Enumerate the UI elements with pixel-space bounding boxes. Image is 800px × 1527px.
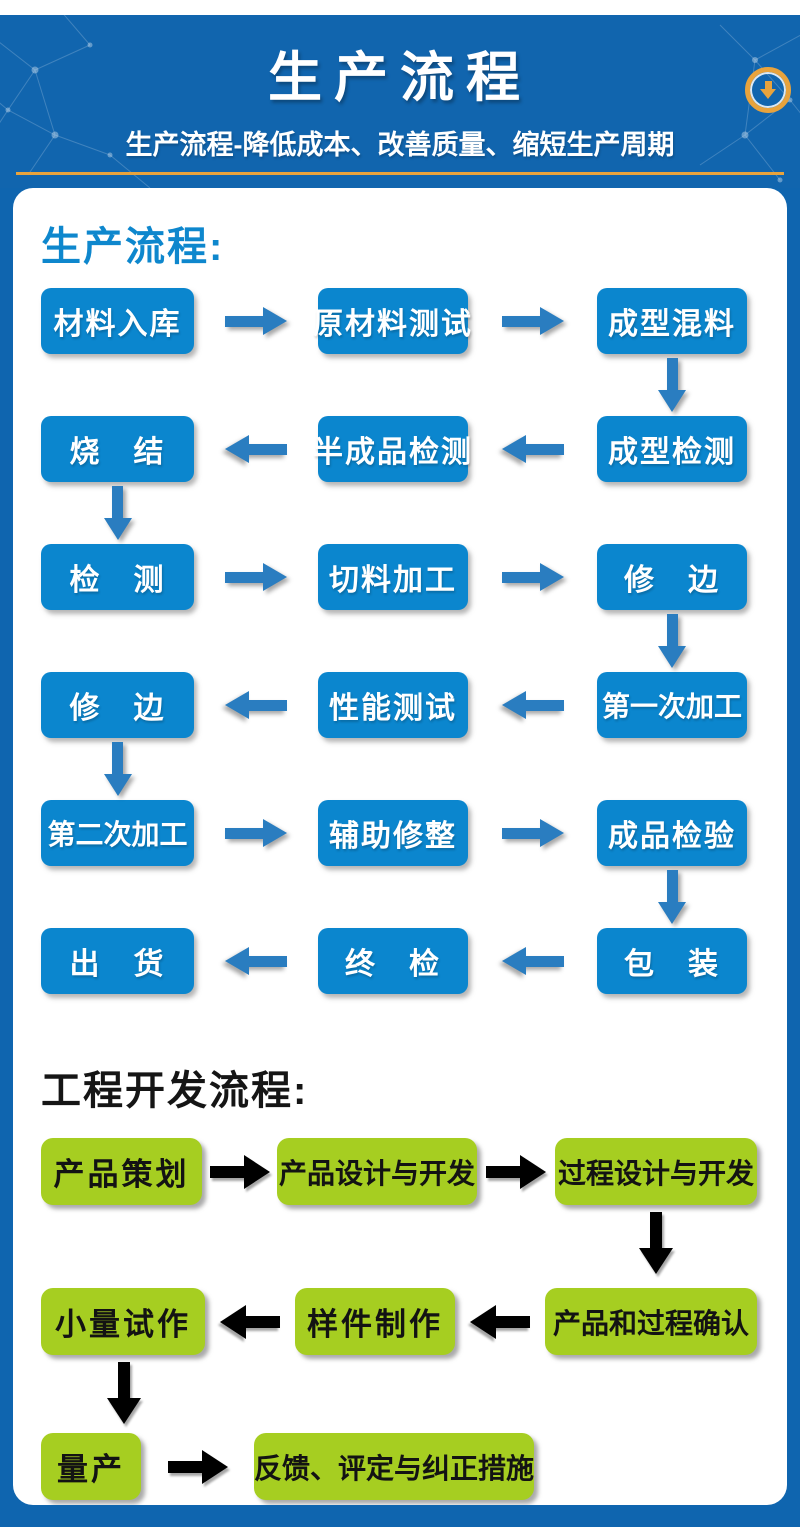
flow-node: 成型混料: [597, 288, 747, 354]
flow-node: 辅助修整: [318, 800, 468, 866]
flow-row: 检 测 切料加工 修 边: [41, 544, 787, 610]
flow-node: 成型检测: [597, 416, 747, 482]
flow-node: 样件制作: [295, 1288, 455, 1355]
flow-connector: [41, 610, 787, 672]
flow-node: 原材料测试: [313, 288, 471, 354]
arrow-down-icon: [658, 358, 686, 412]
flow-node: 切料加工: [318, 544, 468, 610]
content-card: 生产流程: 材料入库 原材料测试 成型混料 烧 结 半成品检测 成型检测 检 测…: [13, 188, 787, 1505]
arrow-left-icon: [225, 435, 287, 463]
scroll-down-icon[interactable]: [745, 67, 791, 113]
arrow-down-icon: [658, 870, 686, 924]
arrow-left-icon: [220, 1304, 280, 1339]
flow-node: 材料入库: [41, 288, 194, 354]
down-arrow-icon: [760, 81, 776, 99]
arrow-right-icon: [225, 819, 287, 847]
arrow-left-icon: [501, 435, 564, 463]
flow-node: 过程设计与开发: [555, 1138, 757, 1205]
flow-row: 烧 结 半成品检测 成型检测: [41, 416, 787, 482]
top-white-strip: [0, 0, 800, 15]
flow-row: 出 货 终 检 包 装: [41, 928, 787, 994]
arrow-right-icon: [501, 307, 564, 335]
flow-node: 出 货: [41, 928, 194, 994]
flow-node: 烧 结: [41, 416, 194, 482]
flow-node: 反馈、评定与纠正措施: [254, 1433, 534, 1500]
flow-node: 半成品检测: [313, 416, 471, 482]
arrow-left-icon: [470, 1304, 530, 1339]
flow-node: 检 测: [41, 544, 194, 610]
flow-connector: [41, 1205, 787, 1288]
flow-connector: [41, 482, 787, 544]
engineering-flowchart: 产品策划 产品设计与开发 过程设计与开发 小量试作 样件制作 产品和过程确认 量…: [41, 1138, 787, 1500]
arrow-left-icon: [225, 947, 287, 975]
page-subtitle: 生产流程-降低成本、改善质量、缩短生产周期: [125, 130, 675, 160]
flow-node: 修 边: [597, 544, 747, 610]
flow-node: 修 边: [41, 672, 194, 738]
flow-connector: [41, 1355, 787, 1433]
flow-connector: [41, 354, 787, 416]
flow-node: 产品设计与开发: [277, 1138, 477, 1205]
gold-divider: [16, 172, 784, 175]
arrow-left-icon: [225, 691, 287, 719]
production-flowchart: 材料入库 原材料测试 成型混料 烧 结 半成品检测 成型检测 检 测 切料加工 …: [41, 288, 787, 994]
page-header: 生产流程 生产流程-降低成本、改善质量、缩短生产周期: [0, 15, 800, 188]
arrow-down-icon: [103, 742, 132, 796]
arrow-down-icon: [639, 1212, 673, 1274]
arrow-right-icon: [225, 563, 287, 591]
arrow-left-icon: [501, 947, 564, 975]
flow-node: 成品检验: [597, 800, 747, 866]
flow-node: 性能测试: [318, 672, 468, 738]
flow-node: 包 装: [597, 928, 747, 994]
flow-node: 第二次加工: [41, 800, 194, 866]
flow-node: 第一次加工: [597, 672, 747, 738]
flow-connector: [41, 738, 787, 800]
arrow-right-icon: [486, 1154, 546, 1189]
flow-node: 量产: [41, 1433, 141, 1500]
flow-row: 修 边 性能测试 第一次加工: [41, 672, 787, 738]
arrow-right-icon: [209, 1154, 270, 1189]
page-title: 生产流程: [268, 48, 532, 108]
arrow-down-icon: [103, 486, 132, 540]
engineering-flow-title: 工程开发流程:: [41, 1069, 309, 1113]
production-flow-title: 生产流程:: [41, 225, 225, 269]
arrow-down-icon: [658, 614, 686, 668]
arrow-right-icon: [167, 1449, 228, 1484]
arrow-left-icon: [501, 691, 564, 719]
flow-row: 产品策划 产品设计与开发 过程设计与开发: [41, 1138, 787, 1205]
arrow-right-icon: [501, 819, 564, 847]
flow-row: 第二次加工 辅助修整 成品检验: [41, 800, 787, 866]
flow-node: 产品策划: [41, 1138, 202, 1205]
flow-node: 小量试作: [41, 1288, 205, 1355]
flow-node: 终 检: [318, 928, 468, 994]
flow-row: 小量试作 样件制作 产品和过程确认: [41, 1288, 787, 1355]
flow-connector: [41, 866, 787, 928]
flow-row: 材料入库 原材料测试 成型混料: [41, 288, 787, 354]
flow-row: 量产 反馈、评定与纠正措施: [41, 1433, 787, 1500]
arrow-right-icon: [225, 307, 287, 335]
flow-node: 产品和过程确认: [545, 1288, 757, 1355]
arrow-right-icon: [501, 563, 564, 591]
arrow-down-icon: [107, 1362, 141, 1424]
